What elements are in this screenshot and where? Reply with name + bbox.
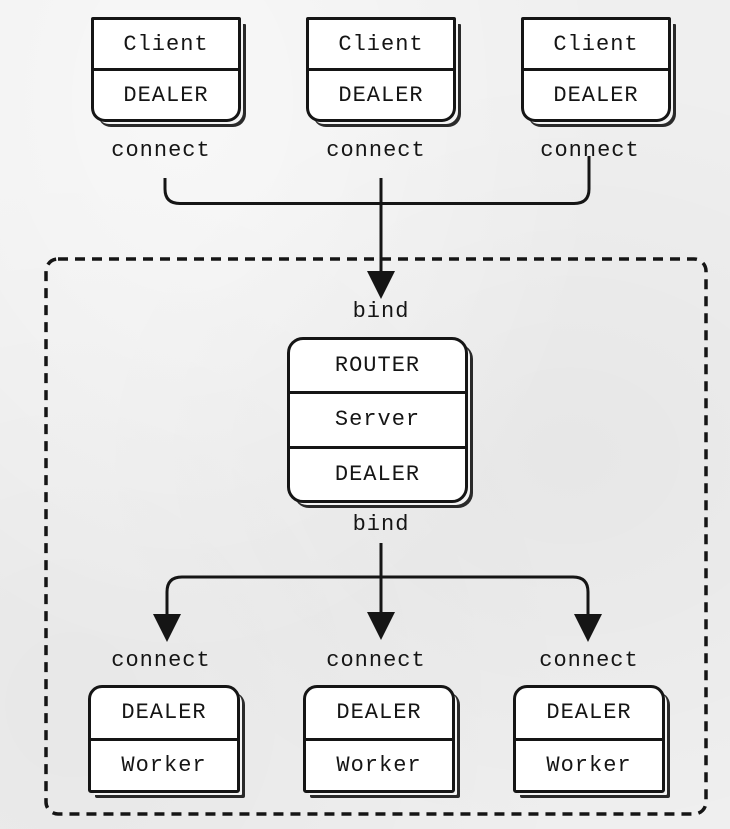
dealer-socket-label: DEALER (121, 700, 207, 726)
worker-box: DEALER Worker (303, 685, 455, 793)
client-box: Client DEALER (521, 17, 671, 122)
server-title: Server (290, 391, 465, 445)
dealer-socket-label: DEALER (309, 68, 453, 119)
connect-label: connect (111, 138, 211, 163)
client-title: Client (123, 31, 209, 57)
to-worker-arrowhead-right (574, 614, 602, 642)
to-worker-arrowhead-center (367, 612, 395, 640)
client-box: Client DEALER (91, 17, 241, 122)
connect-label: connect (540, 138, 640, 163)
worker-title: Worker (516, 737, 662, 791)
bind-label: bind (352, 512, 410, 537)
dealer-socket-label: DEALER (546, 700, 632, 726)
dealer-socket-label: DEALER (290, 445, 465, 500)
client-box: Client DEALER (306, 17, 456, 122)
client-title: Client (553, 31, 639, 57)
workers-branch-connector (165, 575, 590, 617)
worker-title: Worker (306, 737, 452, 791)
to-worker-arrowhead-left (153, 614, 181, 642)
connect-label: connect (111, 648, 211, 673)
to-broker-arrowhead (367, 271, 395, 299)
bind-label: bind (352, 299, 410, 324)
connect-label: connect (326, 648, 426, 673)
worker-box: DEALER Worker (88, 685, 240, 793)
client-title: Client (338, 31, 424, 57)
connect-label: connect (539, 648, 639, 673)
router-socket-label: ROUTER (334, 353, 421, 379)
connect-label: connect (326, 138, 426, 163)
dealer-socket-label: DEALER (94, 68, 238, 119)
worker-box: DEALER Worker (513, 685, 665, 793)
dealer-socket-label: DEALER (524, 68, 668, 119)
dealer-socket-label: DEALER (336, 700, 422, 726)
worker-title: Worker (91, 737, 237, 791)
broker-box: ROUTER Server DEALER (287, 337, 468, 503)
